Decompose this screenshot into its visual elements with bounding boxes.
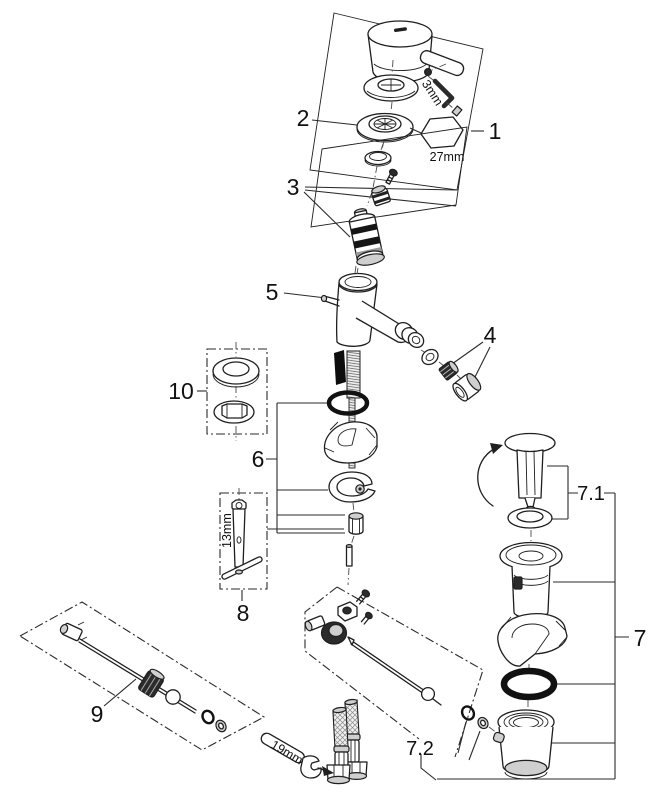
socket-tool	[221, 499, 263, 580]
label-part-8: 8	[237, 600, 250, 626]
base-rings-group	[197, 342, 268, 441]
hex-27mm	[420, 116, 464, 149]
group10-box	[206, 348, 268, 435]
base-ring-top	[212, 357, 260, 388]
faucet-body	[320, 272, 425, 349]
cartridge-screw	[385, 168, 398, 185]
retainer-ring	[364, 150, 392, 167]
rotate-arrow	[477, 448, 495, 507]
cap-ring-group	[311, 112, 464, 150]
plug-seal-ring	[507, 507, 553, 529]
aerator-washer	[421, 348, 439, 366]
linkage-screw-1	[355, 589, 371, 605]
wrench-19mm-group	[260, 732, 334, 779]
drain-plug	[504, 432, 556, 516]
lever-o-ring	[460, 705, 476, 721]
base-o-ring	[326, 390, 370, 416]
drain-group	[437, 432, 629, 780]
label-part-6: 6	[252, 446, 265, 472]
rod-o-ring	[201, 709, 215, 725]
cartridge-adapter	[371, 185, 391, 207]
aerator-group	[420, 341, 491, 402]
linkage-clamp-block	[337, 601, 358, 622]
label-part-7-2: 7.2	[406, 738, 434, 760]
supply-hoses	[326, 698, 368, 785]
allen-bit	[451, 105, 463, 117]
mounting-stud	[345, 543, 353, 567]
supply-hose-left	[326, 706, 351, 785]
label-part-9: 9	[91, 701, 104, 727]
wedge-gasket	[497, 612, 568, 667]
rod-washer	[215, 719, 227, 733]
handle-cap-slot	[393, 27, 407, 33]
wrench-arrow-head	[322, 766, 334, 776]
cartridge	[348, 208, 385, 266]
base-ring-bottom	[213, 400, 255, 424]
label-part-2: 2	[297, 105, 310, 131]
flow-restrictor	[438, 360, 459, 381]
socket-tool-group	[219, 488, 344, 601]
label-part-7-1: 7.1	[577, 483, 605, 505]
dim-socket: 13mm	[220, 513, 234, 548]
metal-horseshoe-washer	[328, 471, 376, 503]
label-part-4: 4	[484, 322, 497, 348]
dim-cap-ring: 27mm	[430, 150, 465, 164]
group9-box	[18, 601, 266, 751]
drain-flange	[499, 541, 563, 619]
lever-linkage-group	[304, 586, 498, 781]
axis-lines	[356, 143, 384, 275]
body-pin	[320, 294, 340, 307]
handle-assembly-group	[309, 12, 484, 191]
lever-rod-ball	[420, 686, 436, 702]
drain-housing	[492, 709, 555, 780]
linkage-cap-nut	[320, 621, 348, 645]
rod-ball	[165, 689, 181, 705]
lever-rod	[350, 640, 426, 695]
label-part-3: 3	[287, 174, 300, 200]
label-part-1: 1	[489, 118, 502, 144]
group8-box	[219, 492, 268, 590]
callout-labels: 1 2 3 4 5 6 7 7.1 7.2 8 9 10	[91, 105, 647, 760]
dim-allen-key: 3mm	[419, 77, 446, 108]
mounting-nut	[348, 512, 364, 535]
plastic-wedge-washer	[323, 421, 378, 464]
rotate-arrow-head	[490, 443, 503, 454]
supply-hose-right	[344, 698, 368, 780]
escutcheon-ring	[363, 74, 419, 102]
label-part-10: 10	[168, 378, 194, 404]
body-gasket-strip	[334, 350, 346, 385]
mounting-group	[266, 390, 378, 586]
open-end-wrench-jaw	[300, 755, 322, 779]
lever-washer	[477, 716, 489, 730]
cap-mounting-ring	[356, 112, 414, 143]
dimension-labels: 3mm 27mm 13mm 19mm	[220, 77, 464, 767]
handle-lever	[419, 50, 465, 77]
group3-box	[310, 126, 468, 228]
faucet-body-group	[283, 272, 425, 469]
cartridge-group	[303, 126, 468, 274]
linkage-screw-2	[360, 611, 373, 625]
rod-clevis	[59, 621, 88, 642]
drain-o-ring	[500, 667, 558, 701]
handle-cap	[367, 20, 433, 83]
set-screw	[424, 67, 433, 76]
allen-key	[432, 78, 455, 109]
pop-up-rod-group	[18, 601, 266, 751]
linkage-plug	[304, 615, 326, 632]
aerator-housing	[452, 372, 482, 402]
label-part-7: 7	[634, 625, 647, 651]
knurled-adjuster	[138, 668, 165, 698]
label-part-5: 5	[266, 279, 279, 305]
dim-wrench: 19mm	[268, 738, 305, 768]
